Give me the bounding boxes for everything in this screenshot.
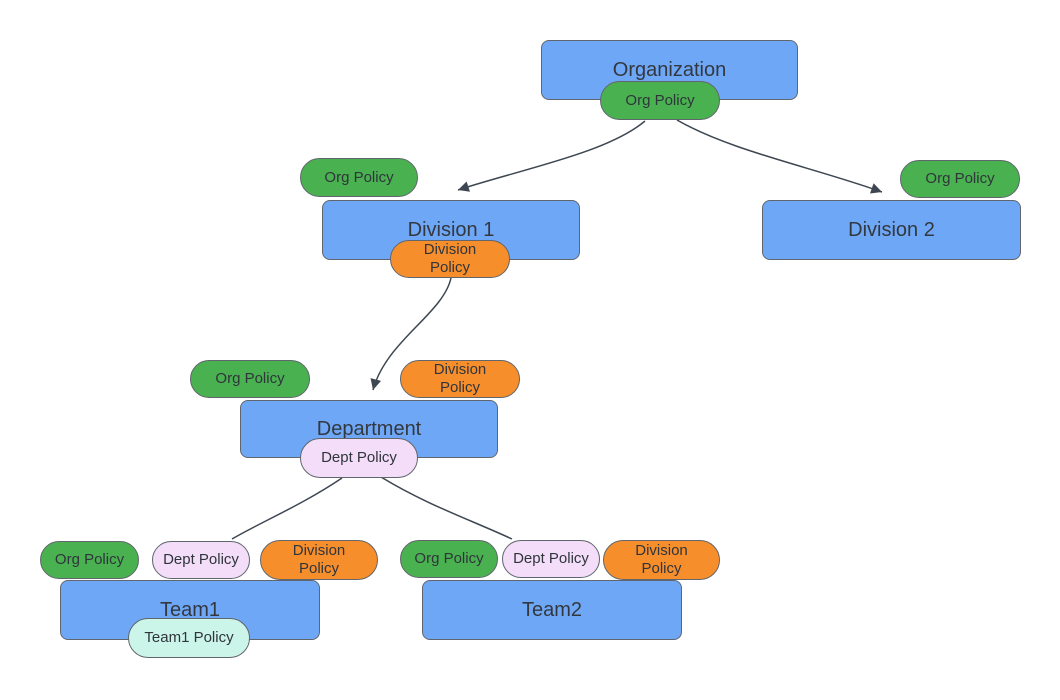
node-label: Division 2 — [848, 218, 935, 241]
policy-pill-label: Dept Policy — [513, 550, 589, 567]
node-team2: Team2 — [422, 580, 682, 640]
policy-pill-label: Division Policy — [292, 542, 346, 577]
policy-pill-org-policy-team2: Org Policy — [400, 540, 498, 578]
policy-pill-team1-policy-team1: Team1 Policy — [128, 618, 250, 658]
policy-pill-org-policy-department: Org Policy — [190, 360, 310, 398]
policy-pill-label: Org Policy — [324, 168, 394, 186]
policy-pill-org-policy-division1: Org Policy — [300, 158, 418, 197]
policy-pill-dept-policy-team1: Dept Policy — [152, 541, 250, 579]
policy-pill-label: Dept Policy — [321, 449, 397, 466]
node-label: Department — [316, 417, 422, 440]
connector-orgpolicy-to-division1 — [457, 120, 646, 192]
policy-pill-label: Team1 Policy — [144, 629, 234, 646]
policy-pill-dept-policy-team2: Dept Policy — [502, 540, 600, 578]
policy-pill-label: Dept Policy — [163, 551, 239, 568]
connector-deptpolicy-to-team2 — [380, 476, 513, 540]
policy-pill-org-policy-organization: Org Policy — [600, 81, 720, 120]
node-label: Organization — [612, 58, 727, 81]
policy-pill-label: Org Policy — [925, 170, 995, 187]
connector-deptpolicy-to-team1 — [231, 477, 343, 540]
policy-pill-label: Division Policy — [433, 361, 487, 396]
policy-pill-label: Division Policy — [635, 542, 688, 577]
connector-orgpolicy-to-division2 — [676, 119, 883, 194]
policy-pill-org-policy-team1: Org Policy — [40, 541, 139, 579]
node-division2: Division 2 — [762, 200, 1021, 260]
policy-pill-dept-policy-department: Dept Policy — [300, 438, 418, 478]
policy-pill-division-policy-team1: Division Policy — [260, 540, 378, 580]
node-label: Division 1 — [407, 218, 495, 241]
policy-pill-label: Org Policy — [215, 370, 285, 387]
policy-pill-label: Org Policy — [54, 551, 125, 568]
policy-pill-division-policy-department: Division Policy — [400, 360, 520, 398]
policy-pill-label: Org Policy — [625, 91, 695, 109]
node-label: Team2 — [521, 598, 583, 621]
node-label: Team1 — [159, 598, 221, 621]
policy-pill-label: Org Policy — [414, 550, 484, 567]
policy-pill-label: Division Policy — [423, 241, 477, 276]
policy-pill-org-policy-division2: Org Policy — [900, 160, 1020, 198]
policy-pill-division-policy-division1: Division Policy — [390, 240, 510, 278]
policy-pill-division-policy-team2: Division Policy — [603, 540, 720, 580]
